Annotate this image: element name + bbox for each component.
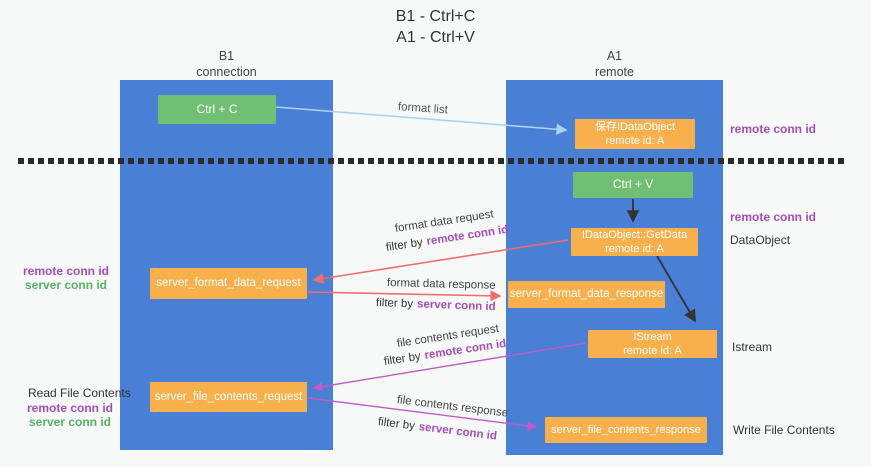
label-remote-conn-id-top: remote conn id: [730, 122, 817, 136]
lane-header-b1: B1 connection: [120, 48, 333, 81]
node-ctrl-c-label: Ctrl + C: [196, 101, 238, 116]
label-group-file-conn-ids: remote conn id server conn id: [24, 401, 116, 430]
label-write-file-contents: Write File Contents: [733, 423, 835, 437]
node-save-idataobject-line2: remote id: A: [605, 135, 665, 147]
node-save-idataobject: 保存IDataObject remote id: A: [575, 119, 695, 149]
title-line-2: A1 - Ctrl+V: [396, 29, 475, 47]
label-left-server-conn-id-2: server conn id: [28, 415, 112, 430]
node-ctrl-v-label: Ctrl + V: [612, 177, 654, 192]
node-server-file-contents-request: server_file_contents_request: [150, 382, 307, 412]
node-ctrl-v: Ctrl + V: [573, 172, 693, 198]
node-istream: IStream remote id: A: [588, 330, 717, 358]
file-contents-response-arrow: [307, 397, 538, 431]
lane-a1-name: A1: [606, 49, 623, 63]
node-istream-line1: IStream: [633, 330, 672, 343]
filter-prefix-2: filter by: [375, 297, 414, 311]
format-data-request-arrow: [312, 239, 569, 285]
format-list-arrow: [275, 106, 568, 135]
node-server-file-contents-request-label: server_file_contents_request: [154, 390, 303, 403]
label-remote-conn-id-mid: remote conn id: [730, 210, 817, 224]
label-istream: Istream: [732, 340, 773, 354]
label-left-remote-conn-id-2: remote conn id: [26, 401, 113, 415]
label-left-remote-conn-id-1: remote conn id: [22, 264, 109, 278]
diagram-title: B1 - Ctrl+C A1 - Ctrl+V: [0, 6, 871, 48]
node-ctrl-c: Ctrl + C: [158, 95, 276, 124]
title-line-1: B1 - Ctrl+C: [395, 8, 476, 25]
node-save-idataobject-line1: 保存IDataObject: [594, 120, 676, 133]
node-server-format-data-response: server_format_data_response: [508, 281, 665, 308]
lane-a1-role: remote: [595, 65, 634, 80]
node-server-file-contents-response: server_file_contents_response: [545, 417, 707, 443]
lane-b1-name: B1: [218, 49, 235, 63]
label-dataobject: DataObject: [730, 233, 791, 247]
node-server-format-data-response-label: server_format_data_response: [509, 288, 664, 301]
file-contents-request-arrow: [312, 342, 587, 392]
node-server-format-data-request-label: server_format_data_request: [156, 277, 301, 290]
label-read-file-contents: Read File Contents: [28, 386, 131, 400]
node-idataobject-getdata: IDataObject::GetData remote id: A: [571, 228, 698, 256]
label-group-format-conn-ids: remote conn id server conn id: [20, 264, 112, 293]
node-getdata-line1: IDataObject::GetData: [581, 228, 688, 241]
node-istream-line2: remote id: A: [623, 345, 682, 357]
format-data-response-arrow: [307, 290, 502, 302]
getdata-to-istream-arrow: [656, 255, 696, 323]
lane-b1-role: connection: [196, 65, 257, 80]
lane-header-a1: A1 remote: [506, 48, 723, 81]
label-left-server-conn-id-1: server conn id: [24, 278, 108, 293]
node-server-format-data-request: server_format_data_request: [150, 268, 307, 299]
node-getdata-line2: remote id: A: [605, 243, 664, 255]
session-separator-dashed-line: [18, 158, 848, 164]
node-server-file-contents-response-label: server_file_contents_response: [551, 423, 701, 436]
